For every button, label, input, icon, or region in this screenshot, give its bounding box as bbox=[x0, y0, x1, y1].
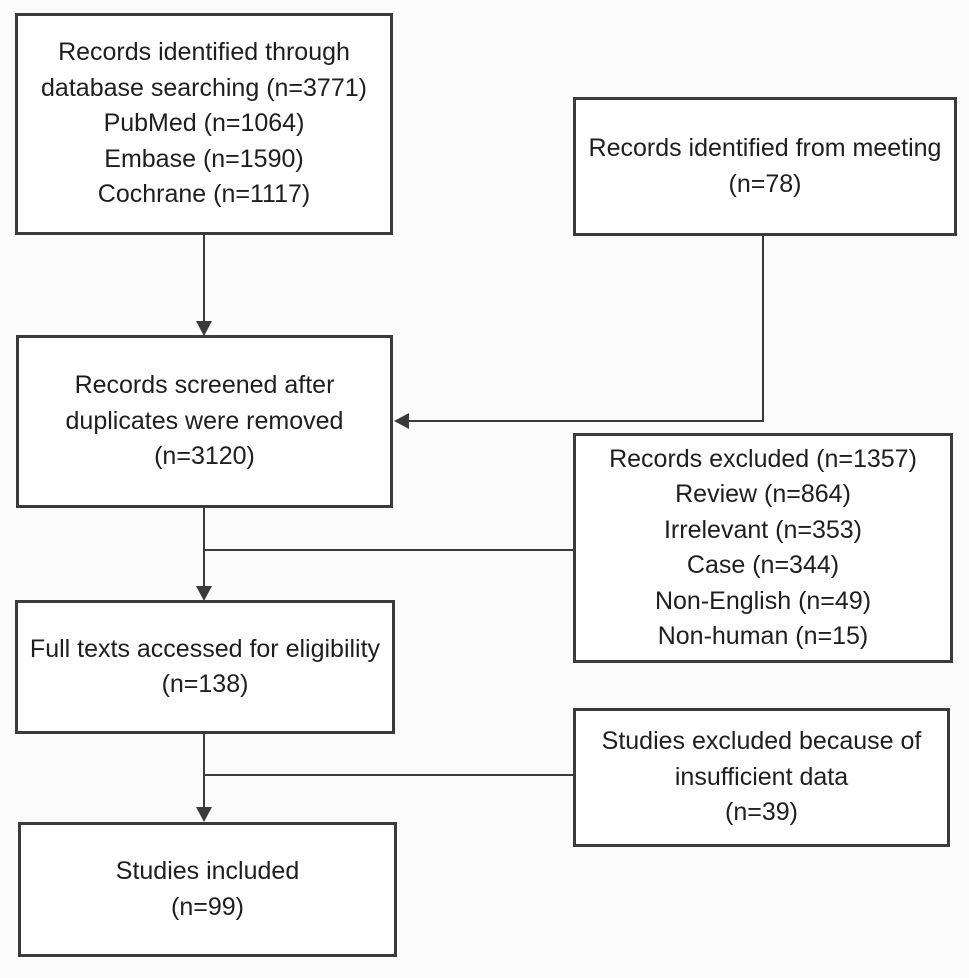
node-text-line: Records excluded (n=1357) bbox=[609, 444, 917, 473]
node-text-line: Embase (n=1590) bbox=[104, 144, 304, 173]
node-records-excluded: Records excluded (n=1357) Review (n=864)… bbox=[573, 433, 953, 663]
node-text-line: Review (n=864) bbox=[675, 480, 851, 508]
node-text-line: (n=78) bbox=[728, 169, 802, 198]
node-text-line: Records screened after bbox=[74, 371, 335, 400]
node-text-line: Records identified from meeting bbox=[588, 134, 942, 162]
connector-fulltext-to-included bbox=[196, 734, 212, 822]
node-text-line: Irrelevant (n=353) bbox=[663, 515, 863, 544]
node-text-line: database searching (n=3771) bbox=[41, 73, 367, 102]
node-records-screened: Records screened after duplicates were r… bbox=[16, 335, 393, 508]
node-text-line: duplicates were removed bbox=[65, 406, 344, 435]
node-text-line: Non-human (n=15) bbox=[657, 622, 869, 650]
connector-screened-to-fulltext bbox=[196, 508, 212, 601]
connector-db-to-screened bbox=[196, 235, 212, 336]
node-text-line: (n=3120) bbox=[154, 442, 255, 471]
arrowhead-down-icon bbox=[196, 321, 212, 336]
node-studies-included: Studies included (n=99) bbox=[18, 822, 397, 957]
node-text-line: insufficient data bbox=[674, 762, 849, 791]
arrowhead-down-icon bbox=[196, 586, 212, 601]
node-text-line: (n=39) bbox=[725, 798, 798, 827]
arrowhead-down-icon bbox=[196, 807, 212, 822]
node-text-line: Non-English (n=49) bbox=[654, 586, 872, 615]
node-text-line: Cochrane (n=1117) bbox=[97, 180, 311, 209]
arrowhead-left-icon bbox=[394, 413, 409, 429]
node-text-line: Studies included bbox=[115, 857, 300, 885]
node-records-identified-database: Records identified through database sear… bbox=[15, 13, 393, 235]
node-text-line: PubMed (n=1064) bbox=[103, 109, 305, 138]
connector-meeting-to-screened bbox=[394, 236, 764, 429]
node-text-line: Records identified through bbox=[58, 38, 350, 67]
node-text-line: (n=99) bbox=[171, 892, 244, 921]
node-text-line: Studies excluded because of bbox=[601, 727, 922, 756]
node-text-line: Case (n=344) bbox=[686, 551, 840, 579]
node-fulltext-assessed: Full texts accessed for eligibility (n=1… bbox=[15, 600, 395, 734]
node-studies-excluded: Studies excluded because of insufficient… bbox=[573, 708, 950, 847]
node-text-line: Full texts accessed for eligibility bbox=[29, 634, 381, 663]
node-text-line: (n=138) bbox=[161, 670, 249, 698]
node-records-identified-meeting: Records identified from meeting (n=78) bbox=[573, 97, 957, 236]
